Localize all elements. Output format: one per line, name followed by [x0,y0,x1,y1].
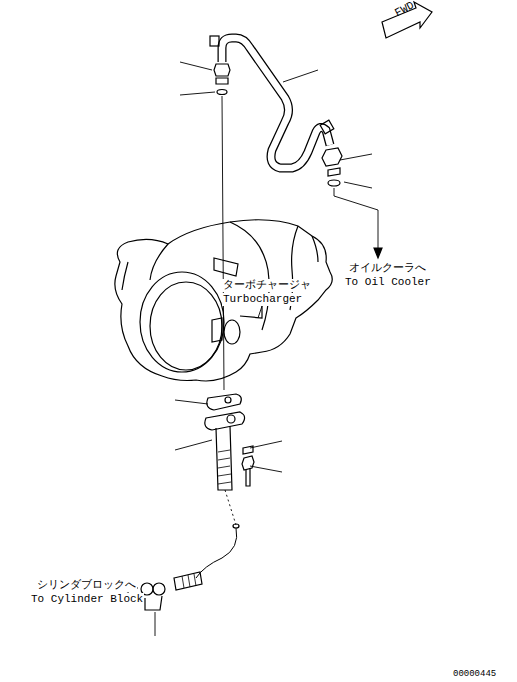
leader-lines [155,62,372,636]
drawing-number: 00000445 [452,668,497,681]
drain-flange [205,394,254,525]
part-label: オイルクーラへ [348,262,427,275]
part-label: ターボチャージャ [222,279,312,292]
oil-hose [210,36,334,168]
turbocharger-body [115,220,332,381]
part-label: シリンダブロックへ [36,579,137,592]
part-label: To Oil Cooler [344,276,432,289]
fittings [214,64,342,186]
part-label: Turbocharger [222,293,303,306]
direction-label: FWD [392,0,417,20]
part-label: To Cylinder Block [30,593,144,606]
